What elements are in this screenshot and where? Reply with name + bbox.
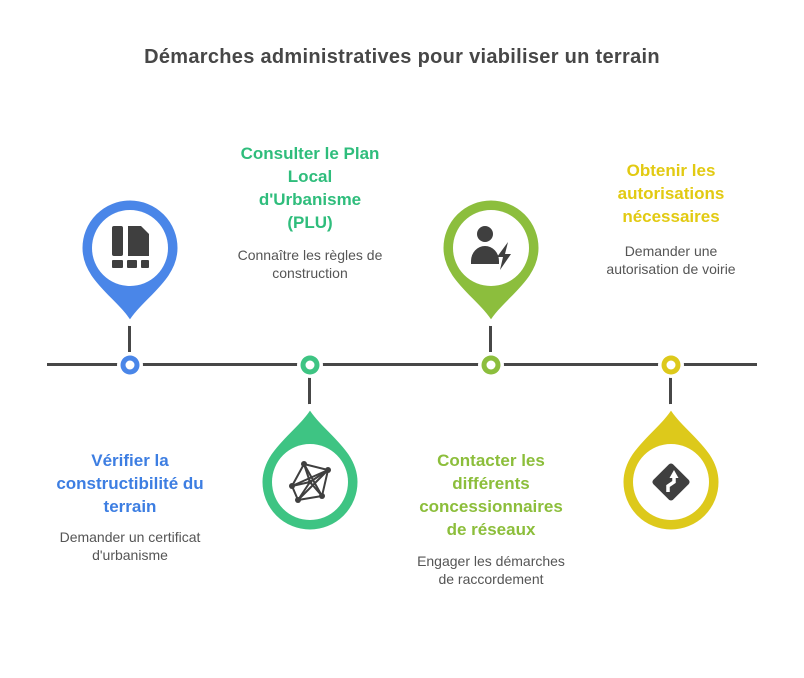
map-pin (257, 404, 363, 535)
pin-stem (128, 320, 131, 352)
pin-stem (669, 376, 672, 408)
pin-stem (308, 376, 311, 408)
network-icon (289, 461, 331, 503)
map-pin (77, 195, 183, 326)
map-pin (438, 195, 544, 326)
infographic-title: Démarches administratives pour viabilise… (144, 46, 660, 68)
milestone-heading: Obtenir les autorisations nécessaires (617, 161, 725, 226)
winding-road-sign-icon (652, 463, 690, 501)
milestone-heading: Vérifier la constructibilité du terrain (56, 451, 204, 516)
milestone-description: Connaître les règles de construction (237, 247, 383, 281)
blueprint-icon (112, 226, 149, 268)
map-pin (618, 404, 724, 535)
timeline-line (47, 363, 757, 366)
milestone-description: Demander une autorisation de voirie (606, 243, 736, 277)
person-energy-icon (471, 226, 511, 270)
timeline-node (658, 352, 684, 378)
milestone-description: Engager les démarches de raccordement (417, 553, 565, 587)
pin-stem (489, 320, 492, 352)
timeline-node (117, 352, 143, 378)
milestone-description: Demander un certificat d'urbanisme (59, 529, 201, 563)
milestone-heading: Consulter le Plan Local d'Urbanisme (PLU… (240, 144, 380, 232)
timeline-node (478, 352, 504, 378)
milestone-heading: Contacter les différents concessionnaire… (419, 451, 563, 539)
timeline-node (297, 352, 323, 378)
